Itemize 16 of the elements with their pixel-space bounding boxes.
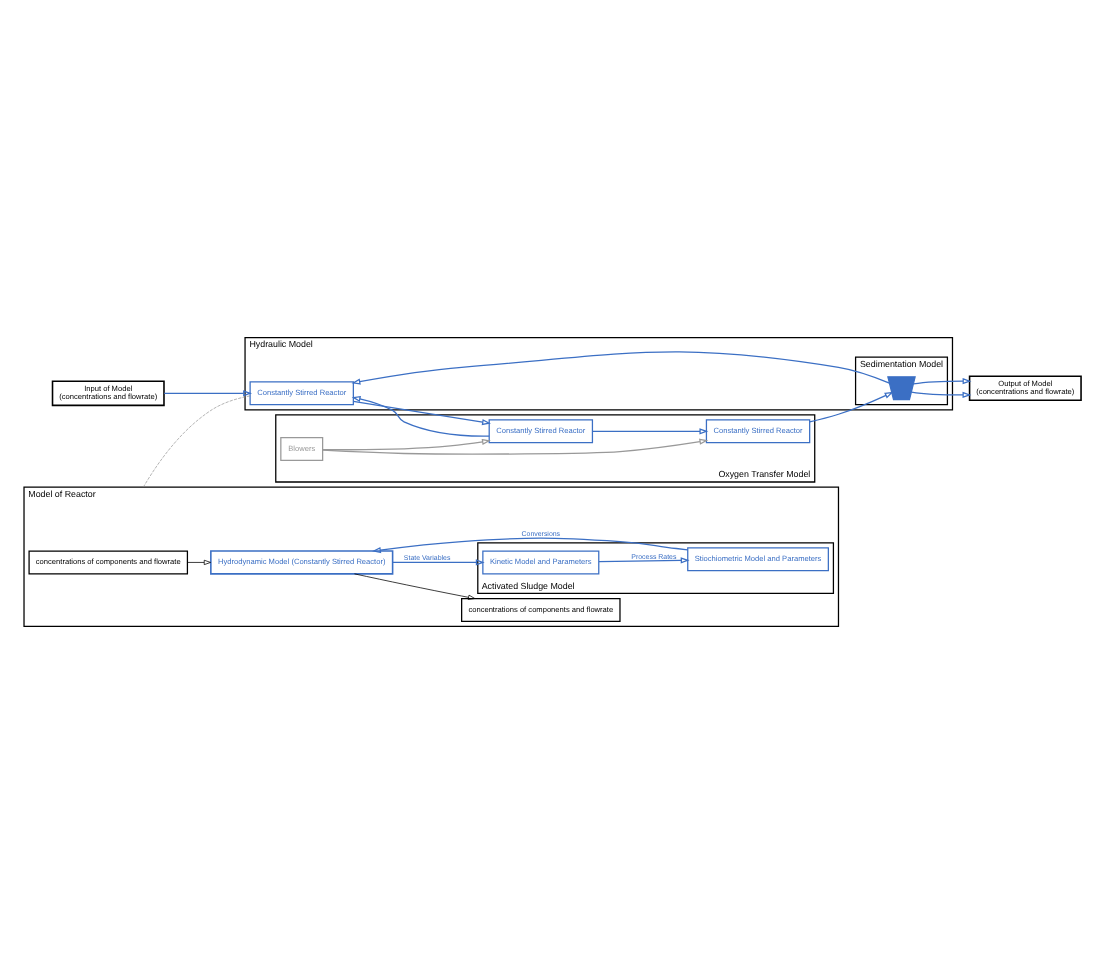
node-trapezium (887, 375, 916, 400)
arrow (354, 572, 476, 599)
connector (143, 394, 251, 487)
arrow (910, 390, 972, 398)
arrow (352, 399, 491, 425)
arrow (322, 437, 709, 454)
arrow (187, 558, 211, 565)
arrow (372, 536, 689, 553)
arrow (322, 437, 491, 450)
arrow (392, 558, 485, 565)
arrow (351, 394, 490, 436)
arrow (163, 389, 253, 396)
arrow (912, 377, 972, 384)
arrow (809, 390, 894, 422)
arrow (592, 427, 709, 434)
arrow (351, 350, 891, 384)
